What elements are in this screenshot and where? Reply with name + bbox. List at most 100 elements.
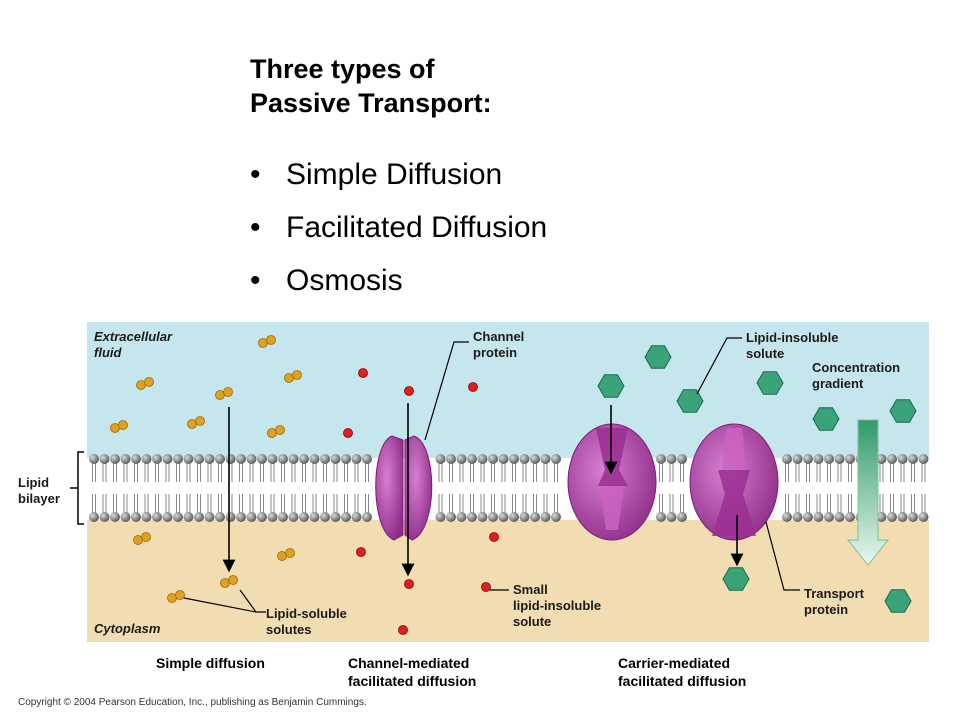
carrier-protein-open-outside: [567, 423, 657, 541]
lipid-head: [908, 512, 918, 522]
lipid-head: [267, 512, 278, 522]
small-solute: [468, 382, 478, 392]
lipid-head: [131, 512, 141, 522]
lipid-head: [183, 512, 194, 522]
lipid-soluble-solute: [223, 387, 233, 397]
lipid-soluble-solute: [118, 420, 128, 430]
lipid-head: [236, 512, 246, 522]
lipid-head: [341, 512, 351, 522]
lipid-head: [467, 512, 477, 522]
bilayer-bracket: [70, 451, 84, 525]
caption-carrier-mediated: Carrier-mediated: [618, 655, 730, 671]
lipid-head: [918, 512, 929, 522]
label-small: Small: [513, 582, 548, 597]
lipid-head: [152, 454, 162, 464]
lipid-head: [446, 512, 456, 522]
lipid-head: [876, 512, 887, 522]
lipid-head: [897, 512, 908, 522]
lipid-head: [824, 512, 834, 522]
lipid-head: [509, 454, 519, 464]
lipid-head: [456, 454, 467, 464]
lipid-head: [173, 512, 183, 522]
lipid-head: [257, 454, 267, 464]
bullet-dot: •: [250, 158, 261, 191]
lipid-head: [351, 512, 362, 522]
lipid-soluble-solute: [228, 575, 238, 585]
lipid-head: [677, 512, 687, 522]
lipid-head: [194, 454, 204, 464]
lipid-head: [131, 454, 141, 464]
lipid-head: [362, 454, 372, 464]
bullet-list: •Simple Diffusion •Facilitated Diffusion…: [250, 148, 547, 307]
lipid-head: [162, 512, 173, 522]
lipid-head: [120, 512, 131, 522]
lipid-head: [225, 454, 236, 464]
hexagon-solute: [722, 567, 750, 591]
small-solute: [404, 579, 414, 589]
lipid-head: [887, 454, 897, 464]
slide-title: Three types of Passive Transport:: [250, 52, 492, 120]
label-small-insoluble: lipid-insoluble: [513, 598, 601, 613]
lipid-head: [162, 454, 173, 464]
lipid-head: [215, 454, 225, 464]
lipid-head: [908, 454, 918, 464]
lipid-head: [99, 454, 110, 464]
lipid-soluble-solute: [175, 590, 185, 600]
bullet-text: Osmosis: [286, 264, 403, 297]
label-extracellular: Extracellular: [94, 329, 173, 344]
lipid-head: [666, 454, 677, 464]
lipid-head: [477, 512, 488, 522]
lipid-head: [299, 454, 309, 464]
caption-channel-mediated: Channel-mediated: [348, 655, 469, 671]
lipid-head: [834, 512, 845, 522]
lipid-head: [236, 454, 246, 464]
label-transport-protein: protein: [804, 602, 848, 617]
small-solute: [398, 625, 408, 635]
hexagon-solute: [676, 389, 704, 413]
small-solute: [358, 368, 368, 378]
bullet-item: • Simple Diffusion: [250, 148, 547, 201]
small-solute: [404, 386, 414, 396]
lipid-head: [341, 454, 351, 464]
lipid-head: [435, 512, 446, 522]
hexagon-solute: [597, 374, 625, 398]
lipid-head: [845, 512, 855, 522]
label-concentration: Concentration: [812, 360, 900, 375]
lipid-head: [152, 512, 162, 522]
lipid-head: [498, 512, 509, 522]
lipid-head: [299, 512, 309, 522]
lipid-head: [530, 512, 540, 522]
lipid-head: [194, 512, 204, 522]
lipid-head: [435, 454, 446, 464]
lipid-head: [519, 454, 530, 464]
lipid-head: [288, 454, 299, 464]
lipid-head: [173, 454, 183, 464]
lipid-head: [183, 454, 194, 464]
lipid-head: [257, 512, 267, 522]
title-line-1: Three types of: [250, 54, 435, 84]
hexagon-solute: [812, 407, 840, 431]
bullet-dot: •: [250, 211, 261, 244]
lipid-head: [498, 454, 509, 464]
hexagon-solute: [756, 371, 784, 395]
lipid-soluble-solute: [275, 425, 285, 435]
lipid-head: [530, 454, 540, 464]
caption-simple-diffusion: Simple diffusion: [156, 655, 265, 671]
lipid-bilayer: [89, 454, 929, 522]
lipid-head: [89, 512, 99, 522]
lipid-head: [782, 454, 792, 464]
lipid-soluble-solute: [266, 335, 276, 345]
lipid-head: [834, 454, 845, 464]
bullet-text: Simple Diffusion: [286, 158, 503, 191]
lipid-head: [803, 454, 813, 464]
cytoplasm-region: [87, 520, 929, 642]
label-gradient: gradient: [812, 376, 864, 391]
lipid-head: [225, 512, 236, 522]
lipid-head: [467, 454, 477, 464]
lipid-head: [824, 454, 834, 464]
lipid-head: [477, 454, 488, 464]
label-lipid: Lipid: [18, 475, 49, 490]
lipid-head: [656, 454, 666, 464]
small-solute: [343, 428, 353, 438]
lipid-head: [215, 512, 225, 522]
